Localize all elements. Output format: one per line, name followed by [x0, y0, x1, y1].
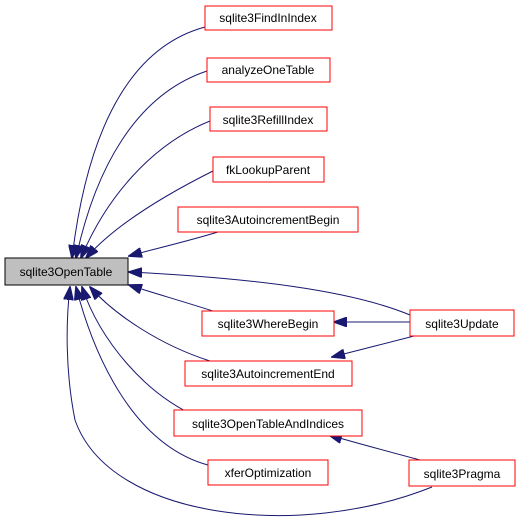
edge-sqlite3WhereBegin-to-sqlite3OpenTable	[129, 285, 217, 313]
node-label: sqlite3AutoincrementBegin	[197, 213, 340, 227]
node-label: sqlite3AutoincrementEnd	[201, 367, 334, 381]
edge-sqlite3OpenTableAndIndices-to-sqlite3OpenTable	[82, 287, 201, 419]
node-box	[177, 206, 359, 233]
node-analyzeOneTable[interactable]: analyzeOneTable	[206, 57, 331, 83]
node-sqlite3OpenTable[interactable]: sqlite3OpenTable	[4, 257, 129, 286]
node-label: sqlite3FindInIndex	[219, 11, 316, 25]
node-label: sqlite3WhereBegin	[218, 317, 319, 331]
node-label: xferOptimization	[225, 466, 312, 480]
node-box	[207, 459, 329, 486]
edge-sqlite3Pragma-to-sqlite3OpenTable	[67, 287, 433, 516]
edge-analyzeOneTable-to-sqlite3OpenTable	[76, 70, 208, 258]
node-box	[408, 459, 516, 487]
node-box	[204, 5, 333, 31]
edge-sqlite3AutoincrementEnd-to-sqlite3OpenTable	[90, 287, 211, 362]
node-sqlite3AutoincrementBegin[interactable]: sqlite3AutoincrementBegin	[177, 206, 359, 233]
node-box	[4, 257, 129, 286]
node-box	[212, 156, 325, 183]
edge-sqlite3AutoincrementBegin-to-sqlite3OpenTable	[129, 231, 219, 256]
node-sqlite3WhereBegin[interactable]: sqlite3WhereBegin	[201, 310, 335, 337]
node-label: analyzeOneTable	[222, 63, 315, 77]
edge-sqlite3RefillIndex-to-sqlite3OpenTable	[81, 120, 211, 258]
node-sqlite3Pragma[interactable]: sqlite3Pragma	[408, 459, 516, 487]
node-box	[409, 309, 515, 337]
node-xferOptimization[interactable]: xferOptimization	[207, 459, 329, 486]
node-label: fkLookupParent	[226, 163, 311, 177]
edge-sqlite3Update-to-sqlite3AutoincrementEnd	[332, 334, 419, 357]
node-fkLookupParent[interactable]: fkLookupParent	[212, 156, 325, 183]
node-box	[206, 57, 331, 83]
edge-xferOptimization-to-sqlite3OpenTable	[76, 287, 209, 466]
edge-sqlite3Update-to-sqlite3OpenTable	[129, 272, 411, 316]
node-label: sqlite3Update	[425, 317, 499, 331]
node-sqlite3Update[interactable]: sqlite3Update	[409, 309, 515, 337]
node-label: sqlite3OpenTableAndIndices	[192, 417, 344, 431]
nodes: sqlite3OpenTable sqlite3FindInIndex anal…	[4, 5, 516, 487]
node-box	[209, 106, 328, 132]
node-sqlite3RefillIndex[interactable]: sqlite3RefillIndex	[209, 106, 328, 132]
node-label: sqlite3RefillIndex	[223, 113, 314, 127]
edge-sqlite3Pragma-to-sqlite3OpenTableAndIndices	[329, 435, 421, 461]
node-sqlite3FindInIndex[interactable]: sqlite3FindInIndex	[204, 5, 333, 31]
node-label: sqlite3OpenTable	[20, 265, 113, 279]
edge-sqlite3FindInIndex-to-sqlite3OpenTable	[72, 26, 206, 258]
edge-fkLookupParent-to-sqlite3OpenTable	[86, 170, 214, 258]
node-sqlite3OpenTableAndIndices[interactable]: sqlite3OpenTableAndIndices	[173, 409, 363, 437]
node-label: sqlite3Pragma	[424, 467, 501, 481]
node-box	[201, 310, 335, 337]
node-sqlite3AutoincrementEnd[interactable]: sqlite3AutoincrementEnd	[184, 360, 353, 387]
node-box	[173, 409, 363, 437]
node-box	[184, 360, 353, 387]
edges	[67, 26, 433, 516]
